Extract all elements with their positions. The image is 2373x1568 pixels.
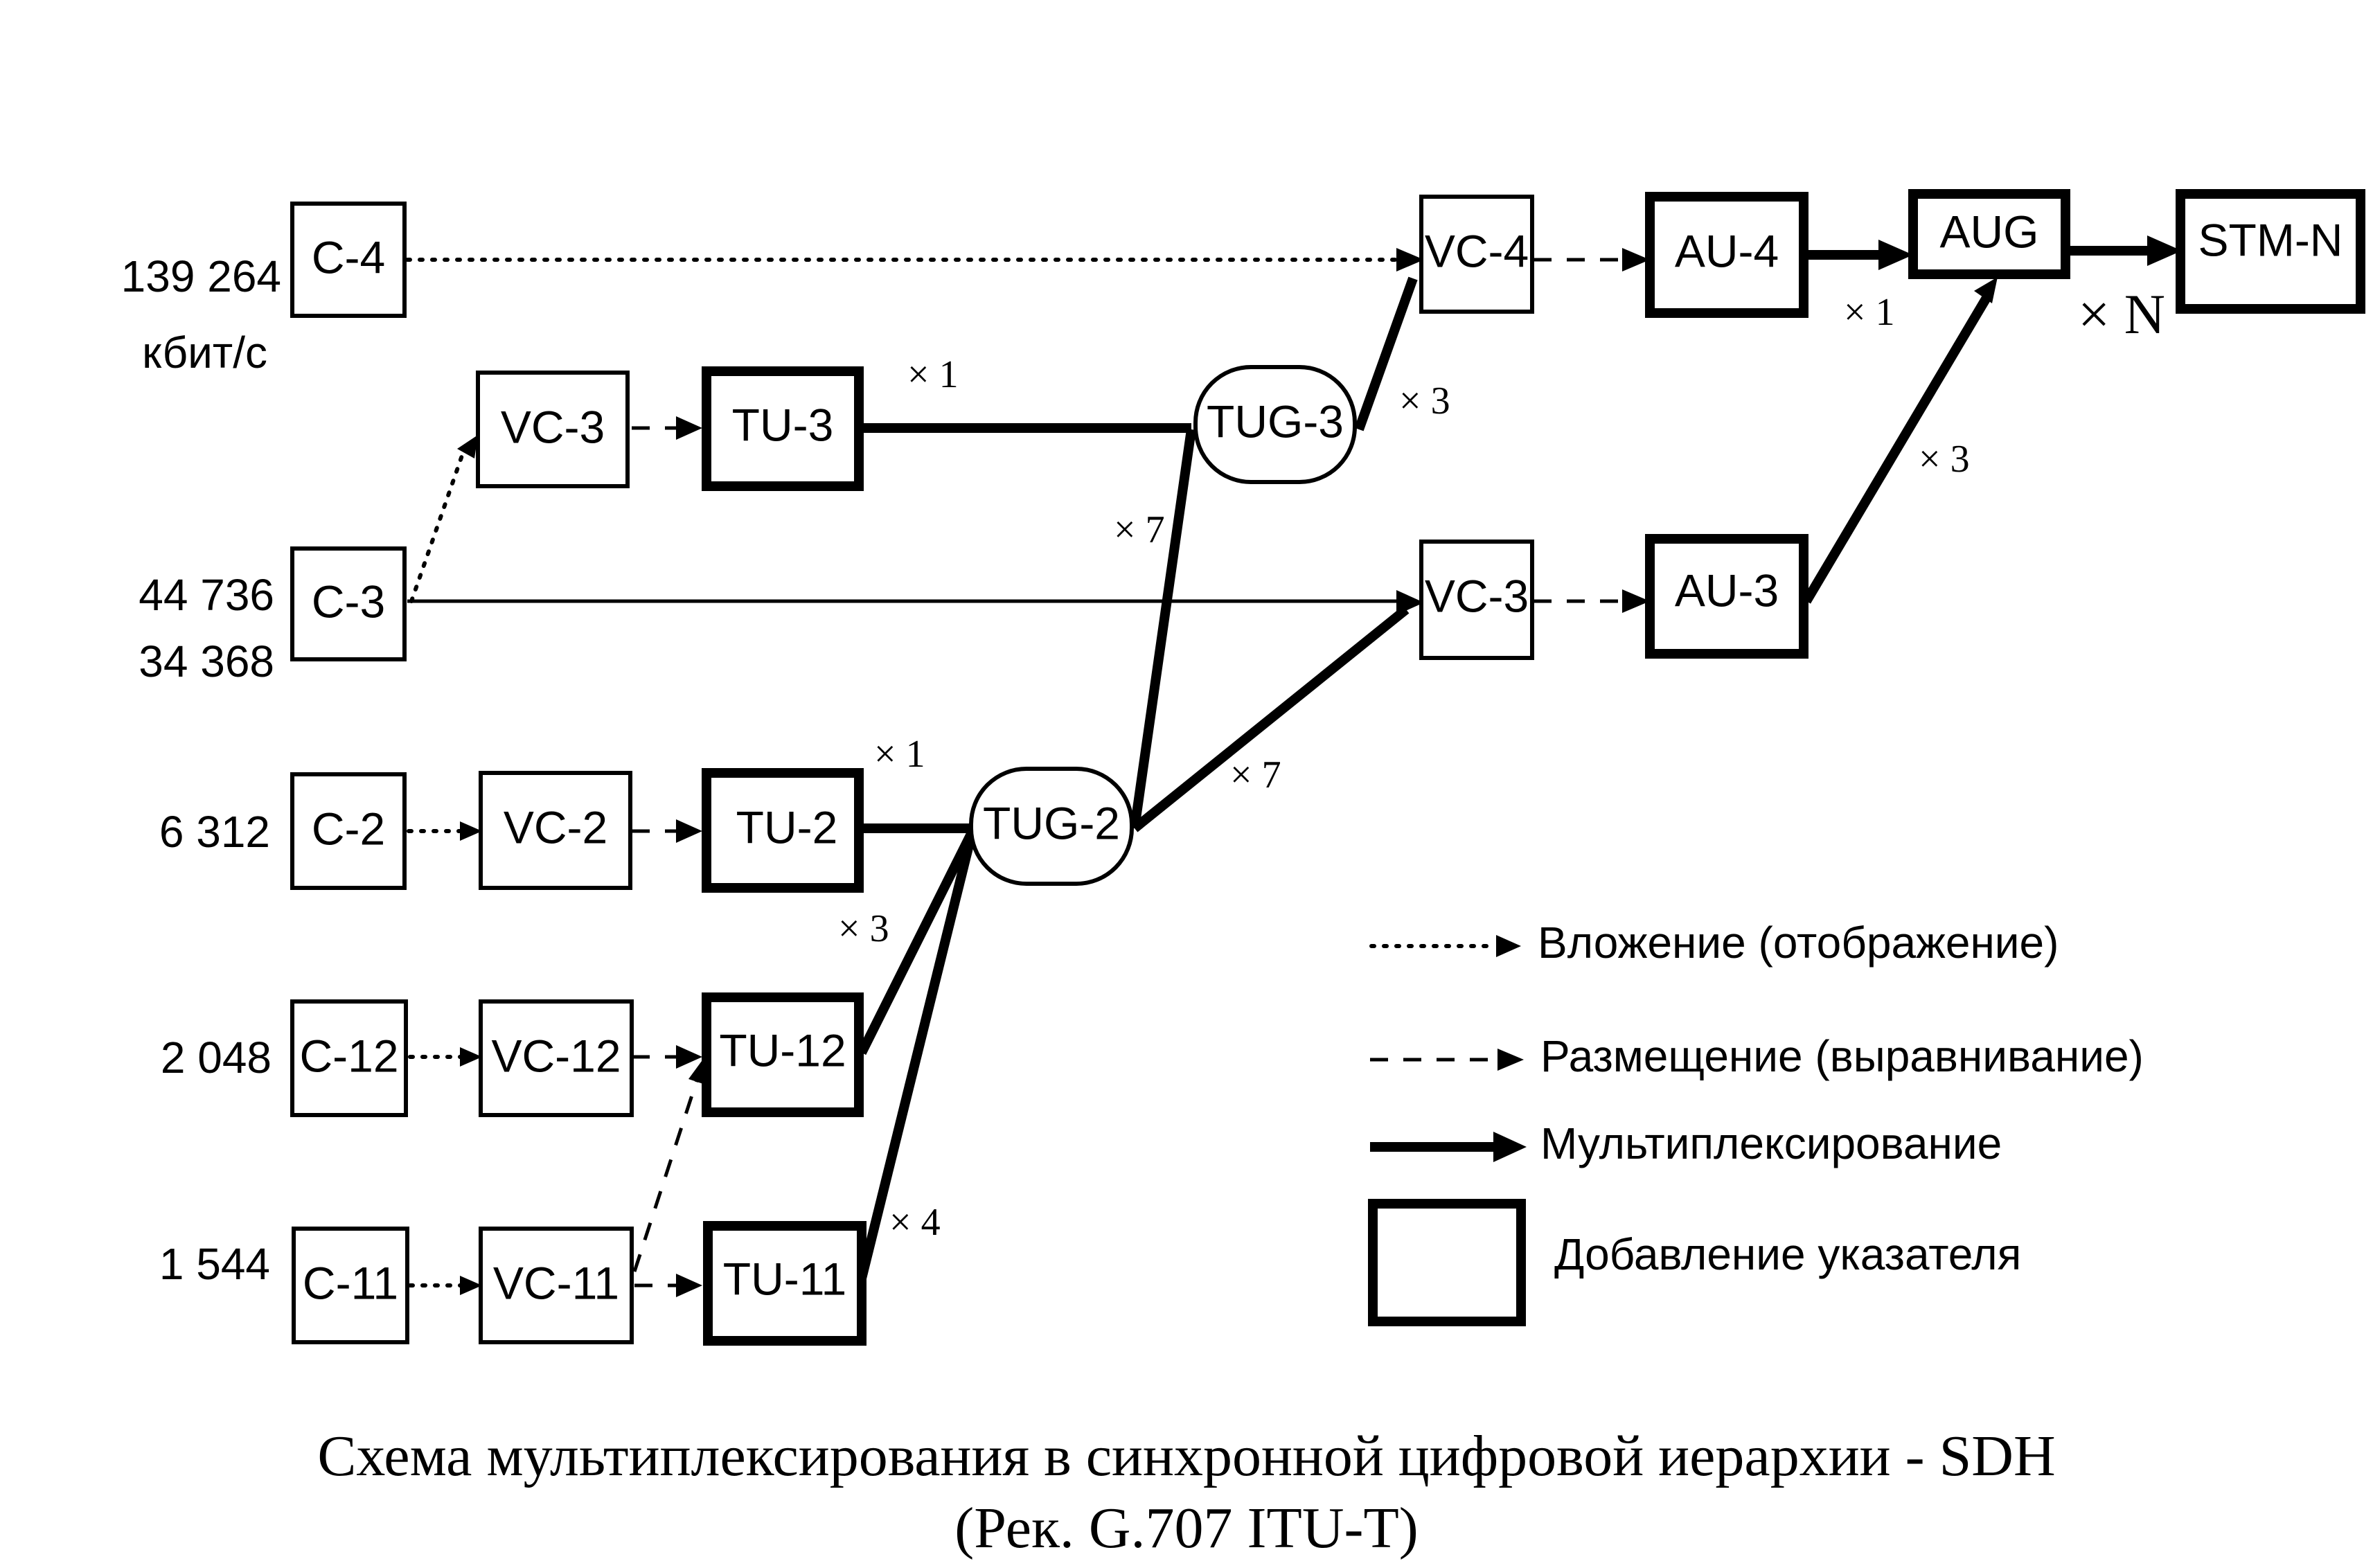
mult-au3-aug: × 3 (1919, 438, 1970, 481)
block-tu3: TU-3 (702, 366, 864, 491)
block-vc3-low: VC-3 (476, 371, 630, 488)
block-c11-label: C-11 (303, 1257, 398, 1308)
mult-aug-stm: × N (2078, 283, 2165, 346)
block-tug2-label: TUG-2 (983, 797, 1120, 848)
block-c4: C-4 (290, 202, 407, 318)
block-tug3-label: TUG-3 (1207, 395, 1344, 447)
mult-tu11-tug2: × 4 (889, 1201, 941, 1244)
rate-c3-2: 34 368 (139, 636, 274, 686)
arrowhead-aug (1878, 240, 1913, 270)
legend-multiplexing-text: Мультиплексирование (1540, 1119, 2002, 1168)
arrowhead-vc12 (460, 1047, 482, 1067)
arrowhead-vc2 (460, 821, 482, 841)
arrowhead-vc11 (460, 1276, 482, 1295)
arrowhead-tu12-from-vc11 (688, 1058, 705, 1085)
arrowhead-au4 (1622, 248, 1650, 271)
block-c3-label: C-3 (312, 576, 385, 627)
block-stm-n-label: STM-N (2198, 214, 2343, 265)
block-vc2-label: VC-2 (504, 801, 607, 853)
arrowhead-tu2 (676, 819, 702, 843)
block-vc3-low-label: VC-3 (501, 401, 605, 452)
block-c11: C-11 (292, 1227, 409, 1344)
arrowhead-vc4 (1396, 248, 1424, 271)
legend-mapping: Вложение (отображение) (1369, 918, 2059, 968)
arrowhead-vc3-low (457, 435, 478, 458)
rate-unit: кбит/с (142, 328, 267, 377)
line-c3-vc3-low (409, 452, 465, 603)
block-tu11: TU-11 (703, 1221, 866, 1346)
block-vc3-high-label: VC-3 (1425, 570, 1529, 621)
caption-line1: Схема мультиплексирования в синхронной ц… (317, 1424, 2055, 1488)
arrowhead-tu3 (676, 416, 702, 440)
block-tug2: TUG-2 (969, 767, 1134, 886)
legend-pointer-text: Добавление указателя (1554, 1229, 2021, 1279)
mult-tu2-tug2: × 1 (874, 733, 925, 776)
multiplier-labels: × 1 × 7 × 3 × 1 × 3 × N × 1 × 3 × 4 × 7 (838, 283, 2165, 1244)
block-vc12-label: VC-12 (491, 1030, 621, 1081)
block-vc4-label: VC-4 (1425, 225, 1529, 276)
arrowhead-aug-from-au3 (1974, 277, 1998, 303)
legend-aligning-text: Размещение (выравнивание) (1540, 1031, 2144, 1081)
line-au3-aug (1802, 295, 1991, 604)
connections (405, 235, 2182, 1297)
block-au4: AU-4 (1645, 192, 1808, 318)
block-c12-label: C-12 (299, 1030, 398, 1081)
rate-labels: 139 264 кбит/с 44 736 34 368 6 312 2 048… (121, 251, 281, 1289)
blocks: C-4 C-3 C-2 C-12 C-11 VC-3 VC-2 V (290, 189, 2365, 1346)
arrowhead-au3 (1622, 589, 1650, 613)
legend-pointer: Добавление указателя (1368, 1199, 2021, 1326)
line-tug2-tug3 (1130, 429, 1196, 829)
block-stm-n: STM-N (2176, 189, 2365, 314)
arrowhead-tu12 (676, 1045, 702, 1069)
block-vc11: VC-11 (479, 1227, 634, 1344)
block-au3: AU-3 (1645, 534, 1808, 659)
caption: Схема мультиплексирования в синхронной ц… (317, 1424, 2055, 1560)
block-tu3-label: TU-3 (732, 399, 834, 450)
rate-c12: 2 048 (161, 1033, 272, 1083)
block-aug-label: AUG (1939, 206, 2038, 257)
line-tu11-tug2 (857, 830, 977, 1280)
line-vc11-tu12 (632, 1080, 699, 1272)
block-au4-label: AU-4 (1675, 225, 1779, 276)
block-c2-label: C-2 (312, 803, 385, 854)
mult-tu3-tug3: × 1 (907, 353, 959, 396)
mult-tug2-tug3: × 7 (1114, 508, 1165, 551)
block-tu11-label: TU-11 (723, 1253, 846, 1304)
mult-au4-aug: × 1 (1844, 291, 1895, 334)
arrowhead-stm (2147, 235, 2182, 266)
legend: Вложение (отображение) Размещение (вырав… (1368, 918, 2144, 1326)
block-tu12-label: TU-12 (719, 1024, 846, 1076)
block-c2: C-2 (290, 772, 407, 890)
block-tu12: TU-12 (702, 992, 864, 1117)
rate-c3-1: 44 736 (139, 570, 274, 620)
mult-tug2-vc3: × 7 (1230, 754, 1281, 796)
block-tu2-label: TU-2 (736, 801, 838, 853)
block-tug3: TUG-3 (1193, 365, 1357, 484)
rate-c4: 139 264 (121, 251, 281, 301)
block-c12: C-12 (290, 999, 408, 1117)
block-tu2: TU-2 (702, 768, 864, 893)
block-vc2: VC-2 (479, 771, 632, 890)
block-vc4: VC-4 (1419, 195, 1534, 314)
line-tu12-tug2 (857, 828, 977, 1055)
caption-line2: (Рек. G.707 ITU-T) (954, 1496, 1419, 1560)
block-vc3-high: VC-3 (1419, 540, 1534, 660)
block-vc12: VC-12 (479, 999, 634, 1117)
mult-tu12-tug2: × 3 (838, 907, 889, 950)
arrowhead-tu11 (676, 1274, 702, 1297)
line-tug3-vc4 (1354, 276, 1418, 431)
mult-tug3-vc4: × 3 (1399, 380, 1450, 422)
legend-multiplexing: Мультиплексирование (1370, 1119, 2002, 1168)
block-aug: AUG (1908, 189, 2070, 279)
block-c3: C-3 (290, 546, 407, 661)
legend-mapping-text: Вложение (отображение) (1538, 918, 2059, 968)
line-tug2-vc3-high (1131, 605, 1410, 832)
block-c4-label: C-4 (312, 231, 385, 283)
rate-c11: 1 544 (159, 1239, 270, 1289)
rate-c2: 6 312 (159, 807, 270, 857)
block-vc11-label: VC-11 (493, 1257, 619, 1308)
legend-aligning: Размещение (выравнивание) (1370, 1031, 2144, 1081)
block-au3-label: AU-3 (1675, 564, 1779, 616)
